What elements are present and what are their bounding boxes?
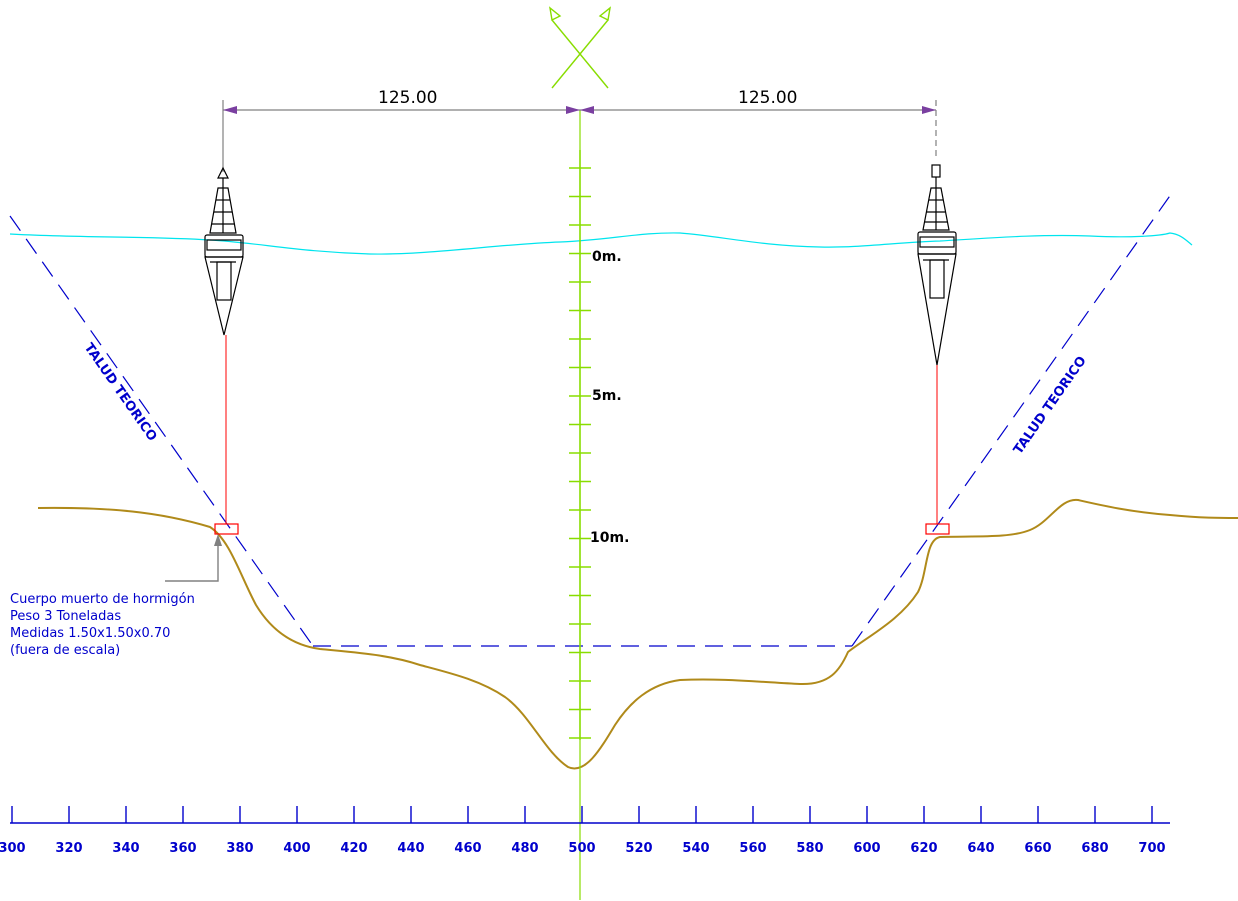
scale-tick-label: 580 [796, 841, 823, 856]
depth-label-0: 0m. [592, 249, 622, 265]
scale-tick-label: 480 [511, 841, 538, 856]
note-line-4: (fuera de escala) [10, 643, 120, 658]
scale-tick-label: 460 [454, 841, 481, 856]
scale-tick-label: 640 [967, 841, 994, 856]
water-surface-line [9, 232, 1193, 255]
scale-tick-label: 340 [112, 841, 139, 856]
scale-tick-label: 500 [568, 841, 595, 856]
scale-tick-label: 360 [169, 841, 196, 856]
scale-tick-label: 660 [1024, 841, 1051, 856]
buoy-right-icon [917, 164, 957, 366]
note-line-3: Medidas 1.50x1.50x0.70 [10, 626, 170, 641]
scale-tick-label: 300 [0, 841, 26, 856]
scale-tick-label: 680 [1081, 841, 1108, 856]
scale-tick-label: 700 [1138, 841, 1165, 856]
scale-tick-label: 440 [397, 841, 424, 856]
depth-label-5: 5m. [592, 388, 622, 404]
scale-tick-label: 520 [625, 841, 652, 856]
scale-tick-label: 620 [910, 841, 937, 856]
anchor-block-right [925, 523, 950, 535]
dimension-right-label: 125.00 [738, 88, 797, 108]
anchor-block-left [214, 523, 239, 535]
note-leader [165, 540, 219, 582]
scale-tick-label: 560 [739, 841, 766, 856]
dimension-left-label: 125.00 [378, 88, 437, 108]
scale-tick-label: 380 [226, 841, 253, 856]
slope-label-right: TALUD TEORICO [1011, 354, 1090, 458]
note-leader-arrow [214, 534, 222, 546]
dimension-arrows [223, 106, 936, 114]
scale-tick-label: 320 [55, 841, 82, 856]
depth-label-10: 10m. [590, 530, 629, 546]
scale-tick-label: 540 [682, 841, 709, 856]
slope-left [9, 215, 314, 647]
scale-ticks: 300 320 340 360 380 400 420 440 460 480 500 520 540 5… [0, 806, 1166, 856]
theoretical-slope [9, 189, 1175, 647]
survey-marker-icon [549, 6, 611, 89]
slope-label-left: TALUD TEORICO [81, 341, 160, 445]
scale-tick-label: 400 [283, 841, 310, 856]
scale-tick-label: 600 [853, 841, 880, 856]
buoy-left-icon [204, 166, 244, 336]
note-line-1: Cuerpo muerto de hormigón [10, 592, 195, 607]
seabed-profile [37, 498, 1238, 770]
scale-tick-label: 420 [340, 841, 367, 856]
slope-right [851, 189, 1175, 647]
note-line-2: Peso 3 Toneladas [10, 609, 121, 624]
depth-ticks [569, 167, 591, 739]
